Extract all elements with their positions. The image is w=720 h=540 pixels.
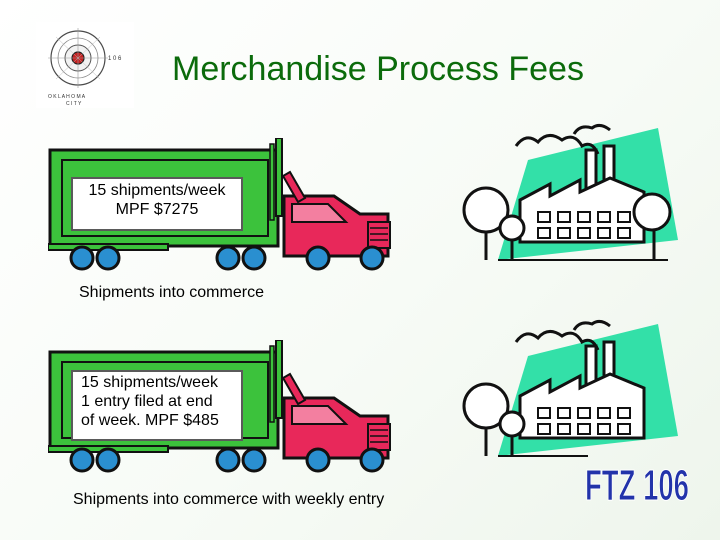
box1-line-1: 15 shipments/week: [73, 181, 241, 200]
ftz-badge-icon: FTZ 106: [582, 456, 692, 506]
box1-line-2: MPF $7275: [73, 200, 241, 219]
logo-ring-text: O K L A H O M A: [48, 94, 86, 100]
shipment-info-box-1: 15 shipments/week MPF $7275: [71, 177, 243, 231]
compass-logo-icon: 1 0 6 O K L A H O M A C I T Y: [36, 22, 134, 108]
page-title: Merchandise Process Fees: [172, 50, 692, 89]
ftz-badge-text: FTZ 106: [585, 461, 689, 506]
caption-1: Shipments into commerce: [79, 284, 264, 302]
shipment-info-box-2: 15 shipments/week 1 entry filed at end o…: [71, 370, 243, 441]
factory-icon: [458, 120, 678, 270]
box2-line-3: of week. MPF $485: [73, 411, 241, 430]
box2-line-2: 1 entry filed at end: [73, 392, 241, 411]
factory-icon: [458, 316, 678, 466]
caption-2: Shipments into commerce with weekly entr…: [73, 491, 384, 509]
box2-line-1: 15 shipments/week: [73, 373, 241, 392]
logo-ring-sub: C I T Y: [66, 101, 82, 107]
svg-text:1 0 6: 1 0 6: [108, 56, 122, 62]
